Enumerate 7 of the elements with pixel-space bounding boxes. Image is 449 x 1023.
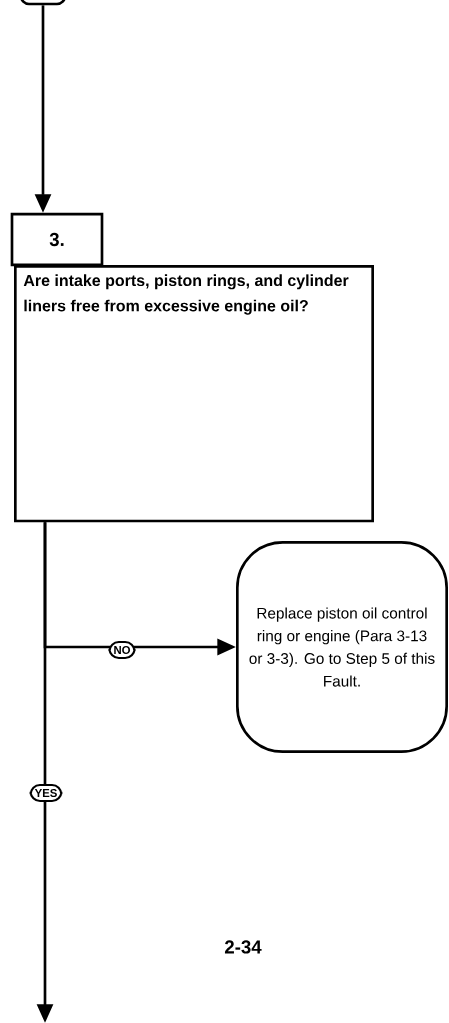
edge-label: YES [29, 783, 63, 803]
terminal-box [19, 0, 67, 6]
edge-label: NO [108, 640, 136, 660]
question-box: Are intake ports, piston rings, and cylinder liners free from excessive engine oil? [14, 265, 374, 523]
page-number: 2-34 [224, 940, 262, 954]
step-number-tab: 3. [10, 212, 104, 267]
terminator-box: Replace piston oil control ring or engine (Para 3-13 or 3-3). Go to Step 5 of this Fault. [236, 541, 448, 753]
